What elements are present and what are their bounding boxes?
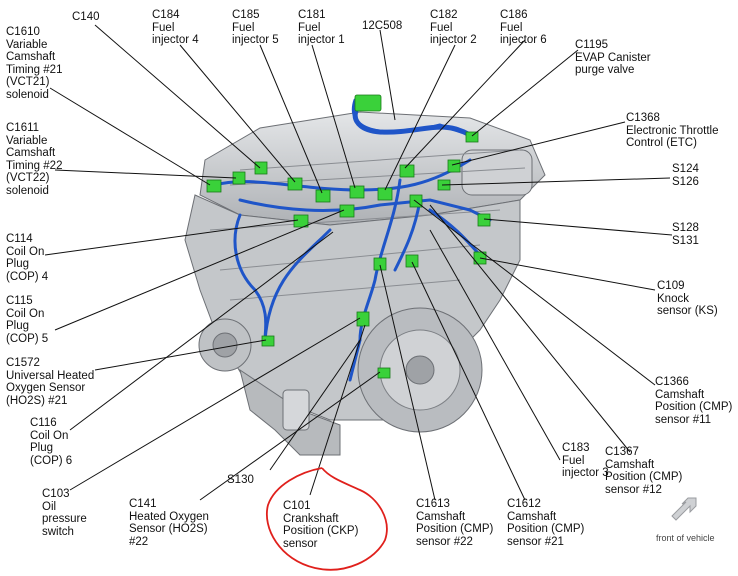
label-s128-s131: S128 S131 [672, 222, 699, 247]
label-c1195: C1195 EVAP Canister purge valve [575, 39, 651, 76]
label-c140: C140 [72, 11, 100, 23]
label-c1613: C1613 Camshaft Position (CMP) sensor #22 [416, 498, 494, 548]
connector-c114 [293, 214, 309, 228]
label-c184: C184 Fuel injector 4 [152, 9, 199, 46]
connector-c101 [356, 311, 370, 327]
label-c1610: C1610 Variable Camshaft Timing #21 (VCT2… [6, 26, 63, 101]
connector-c1368 [447, 159, 461, 173]
connector-c181 [349, 185, 365, 199]
label-c185: C185 Fuel injector 5 [232, 9, 279, 46]
label-c109: C109 Knock sensor (KS) [657, 280, 718, 317]
label-c101: C101 Crankshaft Position (CKP) sensor [283, 500, 359, 550]
front-of-vehicle-arrow [671, 497, 697, 521]
connector-c1195 [465, 131, 479, 143]
connector-c186 [399, 164, 415, 178]
label-front-of-vehicle: front of vehicle [656, 533, 715, 543]
connector-c141 [377, 367, 391, 379]
highlight-circle [266, 467, 388, 571]
connector-s128 [477, 213, 491, 227]
label-c1368: C1368 Electronic Throttle Control (ETC) [626, 112, 719, 149]
connector-c182 [377, 187, 393, 201]
label-c183: C183 Fuel injector 3 [562, 442, 609, 479]
label-s130: S130 [227, 474, 254, 486]
leader-lines [44, 24, 673, 501]
label-c114: C114 Coil On Plug (COP) 4 [6, 233, 49, 283]
connector-c1612 [405, 254, 419, 268]
label-c1612: C1612 Camshaft Position (CMP) sensor #21 [507, 498, 585, 548]
evap-purge-hose [352, 103, 472, 138]
engine-illustration [184, 111, 546, 456]
connectors [206, 94, 491, 379]
label-c115: C115 Coil On Plug (COP) 5 [6, 295, 49, 345]
label-c1366: C1366 Camshaft Position (CMP) sensor #11 [655, 376, 733, 426]
label-c103: C103 Oil pressure switch [42, 488, 87, 538]
label-c141: C141 Heated Oxygen Sensor (HO2S) #22 [129, 498, 209, 548]
label-c1611: C1611 Variable Camshaft Timing #22 (VCT2… [6, 122, 63, 197]
connector-c140 [254, 161, 268, 175]
label-c181: C181 Fuel injector 1 [298, 9, 345, 46]
connector-c185 [315, 189, 331, 203]
label-c1572: C1572 Universal Heated Oxygen Sensor (HO… [6, 357, 95, 407]
connector-c184 [287, 177, 303, 191]
connector-c1610 [206, 179, 222, 193]
label-c1367: C1367 Camshaft Position (CMP) sensor #12 [605, 446, 683, 496]
label-c182: C182 Fuel injector 2 [430, 9, 477, 46]
label-c116: C116 Coil On Plug (COP) 6 [30, 417, 73, 467]
connector-c1613 [373, 257, 387, 271]
label-s124-s126: S124 S126 [672, 163, 699, 188]
connector-c1572 [261, 335, 275, 347]
label-12c508: 12C508 [362, 20, 403, 32]
connector-c115 [339, 204, 355, 218]
label-c186: C186 Fuel injector 6 [500, 9, 547, 46]
connector-12c508 [354, 94, 382, 112]
